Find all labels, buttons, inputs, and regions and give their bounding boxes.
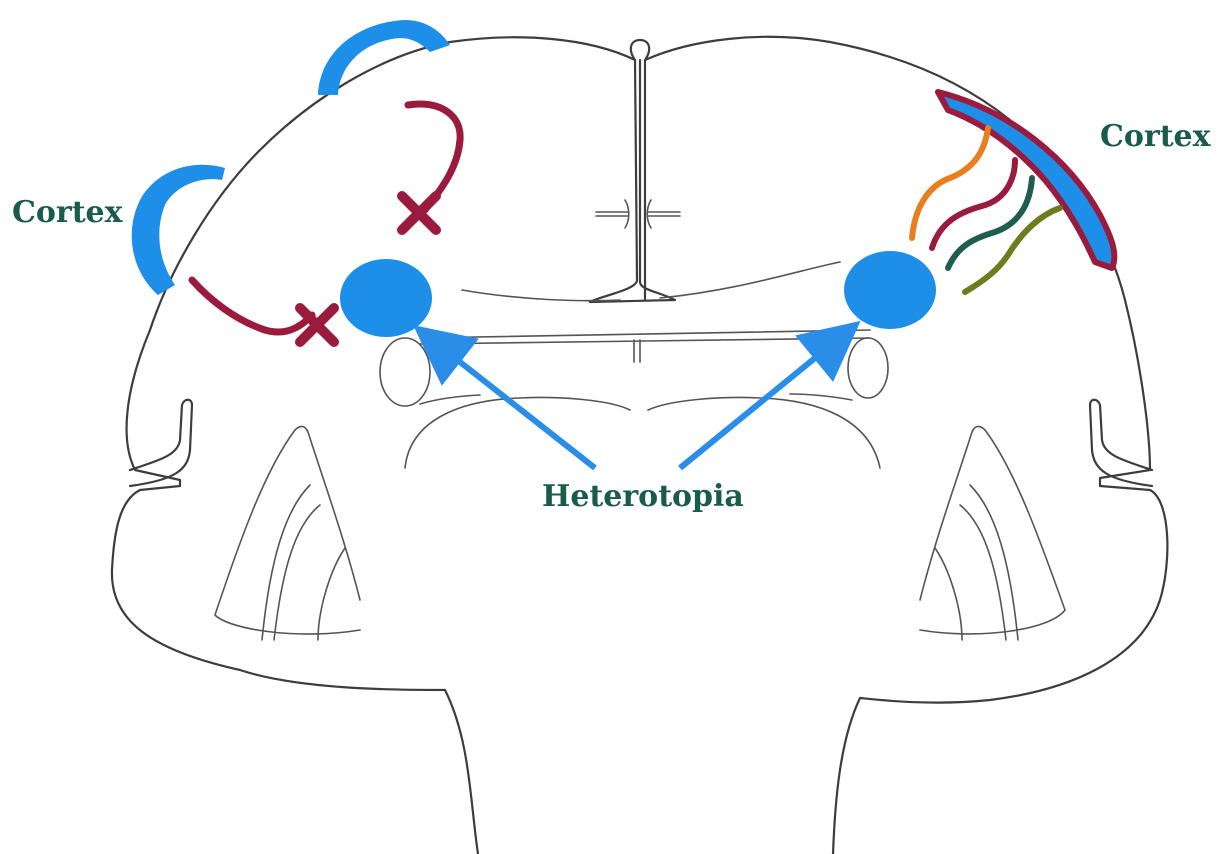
heterotopia-label: Heterotopia bbox=[542, 479, 744, 514]
right-hemisphere-contour bbox=[645, 37, 1167, 854]
heterotopia-arrows bbox=[432, 336, 842, 468]
cortex-label-left: Cortex bbox=[12, 195, 124, 230]
right-fornix bbox=[790, 394, 852, 400]
left-cortex-patches bbox=[132, 20, 450, 295]
left-hemisphere-contour bbox=[112, 37, 675, 854]
midline-tick bbox=[634, 340, 640, 362]
right-basal-structure bbox=[920, 426, 1065, 640]
cortex-patch-left-side bbox=[132, 165, 225, 295]
callosum-upper bbox=[462, 262, 840, 301]
arrow-to-right-nodule bbox=[680, 336, 842, 468]
brain-outline bbox=[112, 37, 1167, 854]
migration-path-teal bbox=[948, 178, 1032, 268]
callosum-lower bbox=[420, 330, 870, 344]
blocked-path-lower bbox=[192, 280, 312, 332]
right-cortex-band bbox=[938, 92, 1114, 268]
left-slit bbox=[130, 400, 192, 486]
left-fornix bbox=[420, 395, 480, 404]
blocked-x-upper bbox=[402, 196, 436, 230]
left-ventricle-oval bbox=[380, 338, 430, 406]
heterotopia-nodule-right bbox=[844, 251, 936, 329]
right-slit bbox=[1090, 400, 1152, 486]
cortex-band-right bbox=[938, 92, 1114, 268]
heterotopia-nodules bbox=[340, 251, 936, 337]
heterotopia-nodule-left bbox=[340, 259, 432, 337]
arrow-to-left-nodule bbox=[432, 340, 595, 468]
right-ventricle-oval bbox=[848, 338, 888, 398]
left-basal-structure bbox=[215, 426, 360, 640]
migration-path-crimson bbox=[932, 160, 1015, 248]
cortex-label-right: Cortex bbox=[1100, 119, 1212, 154]
midline-cross bbox=[596, 200, 680, 228]
right-thalamus bbox=[648, 398, 880, 469]
cortex-patch-left-top bbox=[318, 20, 450, 95]
